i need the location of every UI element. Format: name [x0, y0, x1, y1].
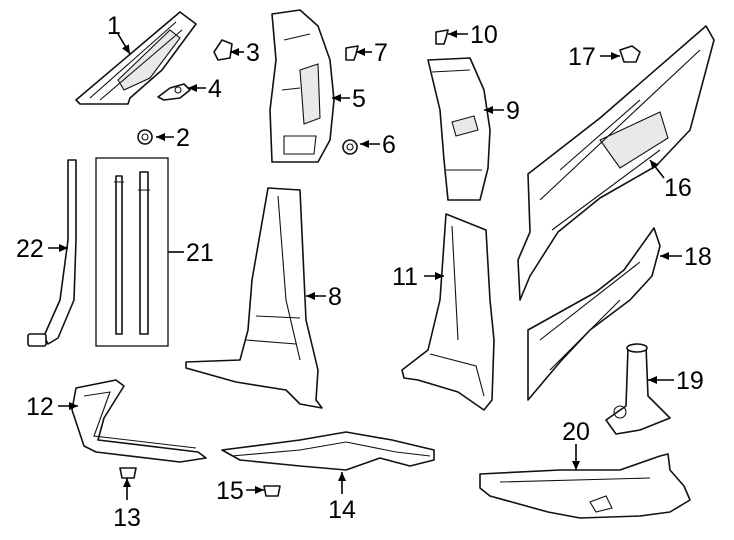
callout-7: 7: [374, 39, 388, 67]
callout-15: 15: [216, 477, 244, 505]
callout-6: 6: [382, 131, 396, 159]
part-21-tool-kit: [95, 157, 169, 347]
callout-20: 20: [562, 418, 590, 446]
part-9-pillar-trim: [427, 57, 491, 201]
callout-9: 9: [506, 97, 520, 125]
callout-1: 1: [107, 12, 121, 40]
callout-22: 22: [16, 235, 44, 263]
part-7-clip: [345, 45, 359, 61]
part-4-fastener: [157, 83, 191, 101]
part-22-lug-wrench: [27, 159, 77, 347]
callout-21: 21: [186, 239, 214, 267]
callout-8: 8: [328, 283, 342, 311]
part-20-storage-tray: [479, 453, 691, 519]
callout-labels: 1 2 3 4 5 6 7 8 9 10 11 12 13 14 15 16 1…: [16, 12, 712, 532]
leader-lines: [48, 30, 682, 500]
callout-16: 16: [664, 174, 692, 202]
callout-13: 13: [113, 504, 141, 532]
callout-10: 10: [470, 21, 498, 49]
part-5-pillar-trim: [269, 9, 335, 163]
part-19-jack-bracket: [605, 343, 671, 435]
callout-3: 3: [246, 39, 260, 67]
callout-14: 14: [328, 496, 356, 524]
callout-18: 18: [684, 243, 712, 271]
callout-19: 19: [676, 367, 704, 395]
part-3-clip: [213, 39, 233, 61]
part-11-pillar-trim: [401, 213, 495, 411]
callout-11: 11: [392, 263, 418, 291]
part-14-sill-trim: [221, 431, 435, 471]
callout-17: 17: [568, 43, 596, 71]
part-18-insulator: [527, 227, 661, 401]
part-6-clip: [342, 139, 358, 155]
part-12-scuff-plate: [71, 379, 207, 463]
part-15-clip: [263, 485, 281, 497]
part-2-clip: [137, 129, 153, 145]
part-17-clip: [619, 45, 641, 63]
callout-5: 5: [352, 85, 366, 113]
part-16-quarter-trim: [517, 25, 715, 301]
part-13-clip: [119, 467, 137, 479]
callout-4: 4: [208, 75, 222, 103]
leader-1: [117, 33, 131, 55]
part-10-clip: [435, 29, 449, 45]
callout-12: 12: [26, 393, 54, 421]
callout-2: 2: [176, 124, 190, 152]
part-1-pillar-trim: [75, 11, 197, 105]
leader-16: [649, 159, 665, 179]
part-8-pillar-trim: [185, 187, 323, 409]
